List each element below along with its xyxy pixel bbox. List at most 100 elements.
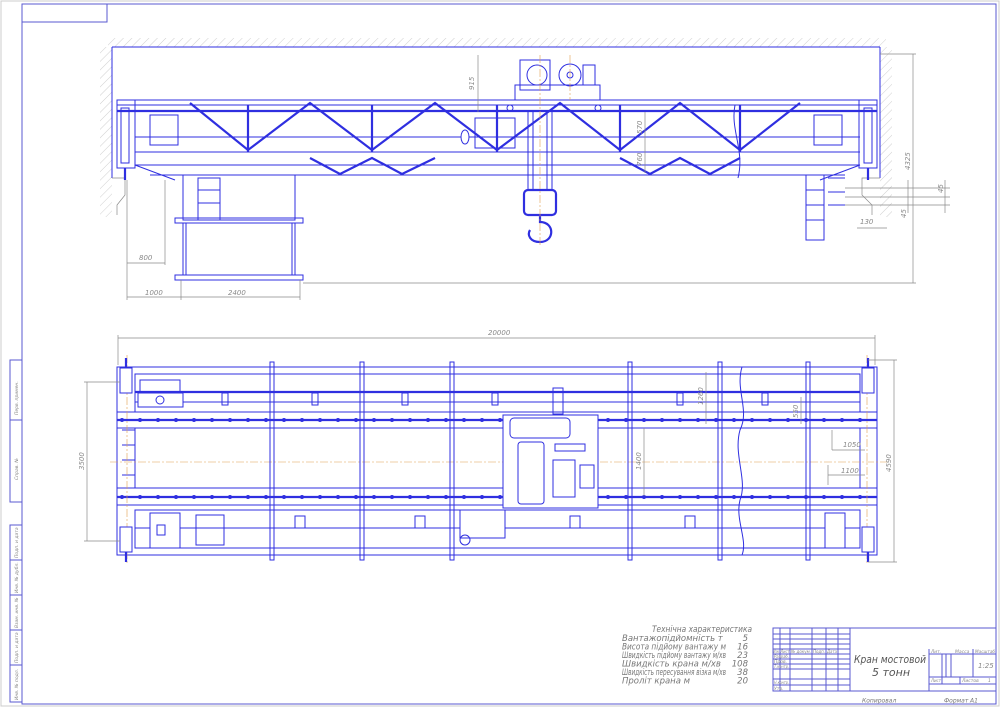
rivet	[228, 418, 232, 422]
rivet	[660, 418, 664, 422]
dim-4590: 4590	[885, 454, 893, 472]
rivet	[480, 495, 484, 499]
elevation-view: 915 570 760 4325 45 45 130 800 1000 2400	[100, 38, 950, 300]
rivet	[192, 418, 196, 422]
tb-sheets-count: 1	[988, 678, 991, 684]
dim-1000: 1000	[145, 289, 163, 297]
dim-915: 915	[468, 76, 476, 90]
shaft-bearing	[761, 392, 769, 406]
strip-label: Справ. №	[14, 458, 20, 480]
rivet	[336, 495, 340, 499]
coupling	[684, 515, 696, 529]
rivet	[318, 495, 322, 499]
posts	[221, 361, 811, 561]
rivet	[642, 418, 646, 422]
rivet	[156, 495, 160, 499]
corner-stamp	[21, 3, 108, 23]
rivet	[660, 495, 664, 499]
rivet	[300, 418, 304, 422]
rivet	[336, 418, 340, 422]
dim-1050: 1050	[843, 441, 861, 449]
tb-scale-label: Масштаб	[975, 649, 995, 655]
rivet	[210, 495, 214, 499]
rivet	[156, 418, 160, 422]
rivet	[408, 418, 412, 422]
rivet	[246, 495, 250, 499]
operator-cab	[174, 174, 304, 281]
trolley	[460, 59, 602, 149]
tb-sign: Подп.	[813, 649, 825, 655]
drawing-title: Кран мостовой	[854, 653, 926, 666]
rivet	[264, 495, 268, 499]
shaft-bearing	[676, 392, 684, 406]
tech-title: Технічна характеристика	[652, 625, 752, 635]
rivet	[480, 418, 484, 422]
rivet	[138, 495, 142, 499]
rivet	[228, 495, 232, 499]
rivet	[390, 495, 394, 499]
walkway-post	[449, 361, 455, 561]
rivet	[282, 495, 286, 499]
tb-nkontr: Н.контр.	[774, 680, 789, 686]
walkway-post	[359, 361, 365, 561]
rivets	[120, 418, 862, 499]
rivet	[354, 418, 358, 422]
tech-row-label: Висота підйому вантажу м	[622, 643, 727, 653]
rivet	[426, 418, 430, 422]
tech-row-value: 16	[737, 643, 748, 653]
strip-label: Взам. инв. №	[14, 597, 20, 628]
tech-row-label: Швидкість підйому вантажу м/хв	[622, 651, 726, 661]
shaft-bearing	[311, 392, 319, 406]
walkway-post	[805, 361, 811, 561]
technical-characteristics: Технічна характеристика Вантажопідйомніс…	[622, 625, 752, 687]
tech-row-label: Швидкість крана м/хв	[622, 660, 721, 670]
rivet	[354, 495, 358, 499]
rivet	[696, 418, 700, 422]
rivet	[192, 495, 196, 499]
tech-row-label: Проліт крана м	[622, 677, 691, 687]
tech-row-label: Вантажопідйомність т	[622, 634, 724, 644]
tb-prov: Пров.	[774, 659, 787, 665]
rivet	[606, 495, 610, 499]
plan-dimensions: 20000 3500 1400 1260 550 1050 1100 4590	[78, 329, 897, 563]
rivet	[858, 418, 862, 422]
rivet	[246, 418, 250, 422]
rivet	[840, 495, 844, 499]
rivet	[372, 495, 376, 499]
rivet	[750, 495, 754, 499]
dim-1100: 1100	[841, 467, 859, 475]
rivet	[120, 495, 124, 499]
rivet	[174, 418, 178, 422]
access-ladder	[805, 174, 845, 241]
title-block: Изм. Лист № докум. Подп. Дата Разраб. Пр…	[772, 627, 997, 692]
strip-label: Инв. № дубл.	[14, 562, 20, 593]
tb-utv: Утв.	[774, 686, 783, 692]
coupling	[569, 515, 581, 529]
elevation-dimensions: 915 570 760 4325 45 45 130 800 1000 2400	[126, 53, 950, 300]
rivet	[426, 495, 430, 499]
shaft-bearing	[221, 392, 229, 406]
plan-view: 20000 3500 1400 1260 550 1050 1100 4590	[78, 329, 897, 565]
dim-760: 760	[636, 152, 644, 166]
plan-trolley	[502, 387, 599, 509]
coupling	[414, 515, 426, 529]
rivet	[624, 418, 628, 422]
tech-row-value: 5	[743, 634, 748, 644]
tb-razrab: Разраб.	[774, 654, 789, 660]
coupling	[294, 515, 306, 529]
tb-date: Дата	[826, 649, 837, 655]
rivet	[858, 495, 862, 499]
walkway-post	[627, 361, 633, 561]
shaft-bearing	[491, 392, 499, 406]
dim-550: 550	[792, 404, 800, 418]
bridge-drive	[137, 379, 846, 549]
rivet	[300, 495, 304, 499]
dim-4325: 4325	[904, 152, 912, 170]
rivet	[138, 418, 142, 422]
tb-mass: Масса	[955, 649, 970, 655]
rivet	[840, 418, 844, 422]
strip-label: Подп. и дата	[14, 527, 20, 558]
rivet	[768, 495, 772, 499]
